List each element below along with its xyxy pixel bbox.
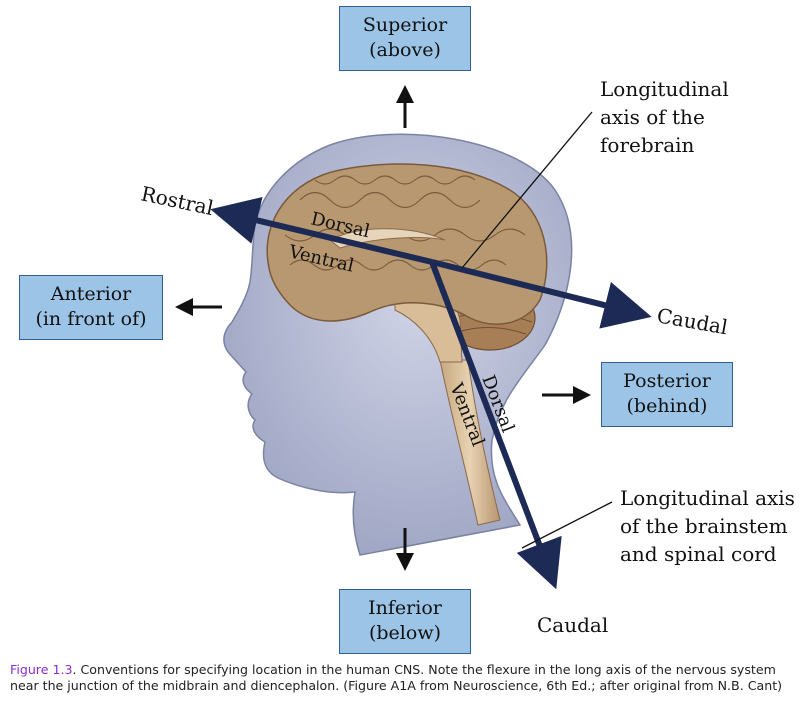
superior-sublabel: (above) bbox=[369, 39, 441, 61]
spinal-cord bbox=[439, 359, 501, 526]
forebrain-axis-leader bbox=[461, 111, 593, 269]
brainstem-axis-leader bbox=[521, 501, 613, 549]
figure-caption: Figure 1.3. Conventions for specifying l… bbox=[10, 662, 790, 694]
inferior-sublabel: (below) bbox=[368, 622, 441, 644]
anterior-label-box: Anterior (in front of) bbox=[19, 275, 163, 340]
caudal-forebrain-label: Caudal bbox=[655, 303, 729, 339]
posterior-label-box: Posterior (behind) bbox=[601, 362, 733, 427]
anterior-sublabel: (in front of) bbox=[35, 308, 147, 330]
superior-label: Superior bbox=[362, 14, 448, 36]
forebrain-axis-caudal-arrow bbox=[431, 259, 652, 329]
brainstem-axis-label: Longitudinal axis of the brainstem and s… bbox=[620, 486, 800, 566]
cns-orientation-diagram: Rostral Caudal Caudal Dorsal Ventral Dor… bbox=[139, 77, 800, 637]
forebrain-axis-label: Longitudinal axis of the forebrain bbox=[600, 77, 735, 157]
anterior-label: Anterior bbox=[50, 283, 132, 305]
caudal-brainstem-label: Caudal bbox=[537, 613, 608, 637]
rostral-label: Rostral bbox=[139, 181, 216, 220]
inferior-label-box: Inferior (below) bbox=[339, 589, 471, 654]
inferior-label: Inferior bbox=[368, 597, 442, 619]
posterior-label: Posterior bbox=[623, 370, 711, 392]
posterior-sublabel: (behind) bbox=[626, 395, 708, 417]
superior-label-box: Superior (above) bbox=[339, 6, 471, 71]
brainstem-axis-caudal-arrow bbox=[429, 260, 562, 590]
figure-number: Figure 1.3 bbox=[10, 662, 73, 677]
forebrain-axis-rostral-arrow bbox=[210, 196, 433, 265]
caption-text: . Conventions for specifying location in… bbox=[10, 662, 783, 693]
cerebrum bbox=[266, 163, 548, 325]
